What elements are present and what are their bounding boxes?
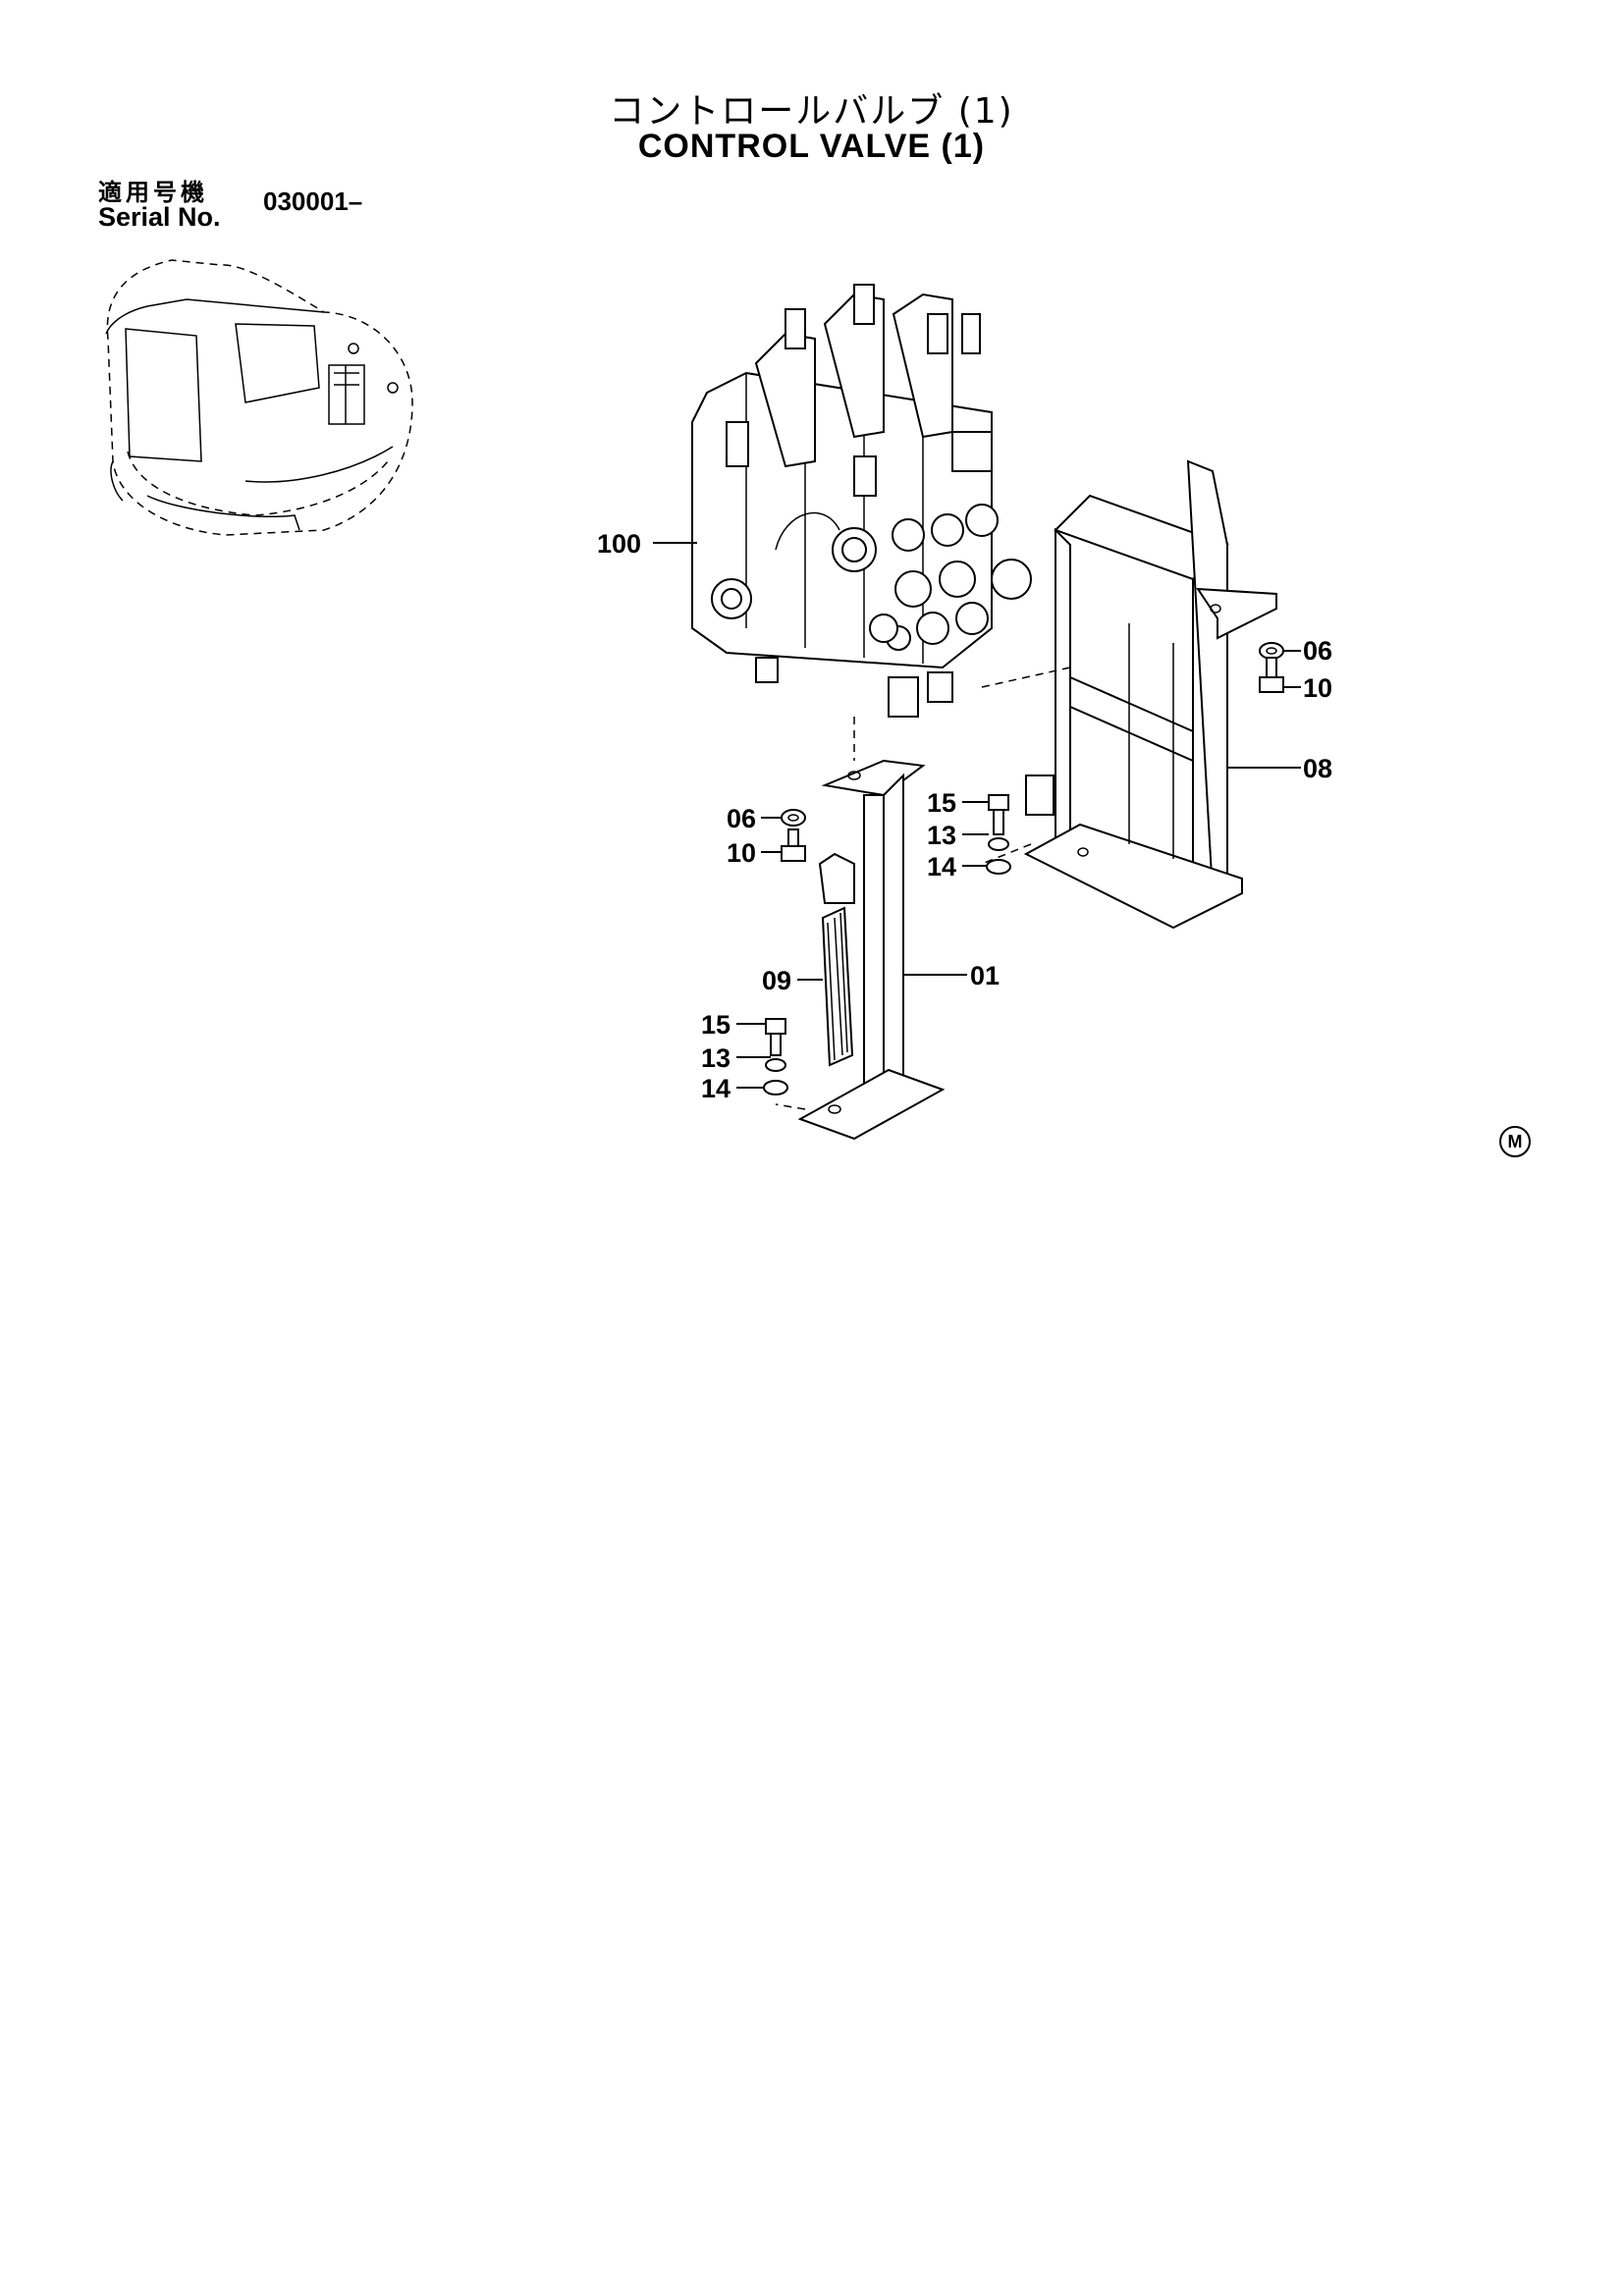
serial-value: 030001– [263, 187, 363, 216]
callout-14-mid: 14 [927, 852, 956, 881]
serial-label-japanese: 適用号機 [98, 179, 208, 206]
strip-09 [821, 906, 854, 1067]
callout-15-mid: 15 [927, 788, 956, 818]
m-mark: M [1499, 1126, 1531, 1157]
callout-09: 09 [762, 966, 791, 995]
callout-15-low: 15 [701, 1010, 730, 1040]
callout-08: 08 [1303, 754, 1332, 783]
excavator-locator-illustration [105, 259, 413, 536]
callout-10-left: 10 [727, 838, 756, 868]
callout-10-right: 10 [1303, 673, 1332, 703]
callout-06-left: 06 [727, 804, 756, 833]
callout-labels: 100 06 10 08 15 13 14 06 10 09 01 15 13 … [597, 529, 1332, 1103]
bracket-01 [775, 717, 946, 1141]
leader-lines [653, 542, 1301, 1089]
callout-100: 100 [597, 529, 641, 559]
control-valve-assembly [691, 284, 1032, 718]
bracket-08 [981, 459, 1277, 930]
serial-label-english: Serial No. [98, 202, 221, 232]
callout-13-mid: 13 [927, 821, 956, 850]
title-japanese: コントロールバルブ (1) [609, 91, 1014, 132]
callout-06-right: 06 [1303, 636, 1332, 666]
title-english: CONTROL VALVE (1) [637, 128, 986, 165]
callout-14-low: 14 [701, 1074, 730, 1103]
callout-13-low: 13 [701, 1043, 730, 1073]
callout-01: 01 [970, 961, 1000, 990]
